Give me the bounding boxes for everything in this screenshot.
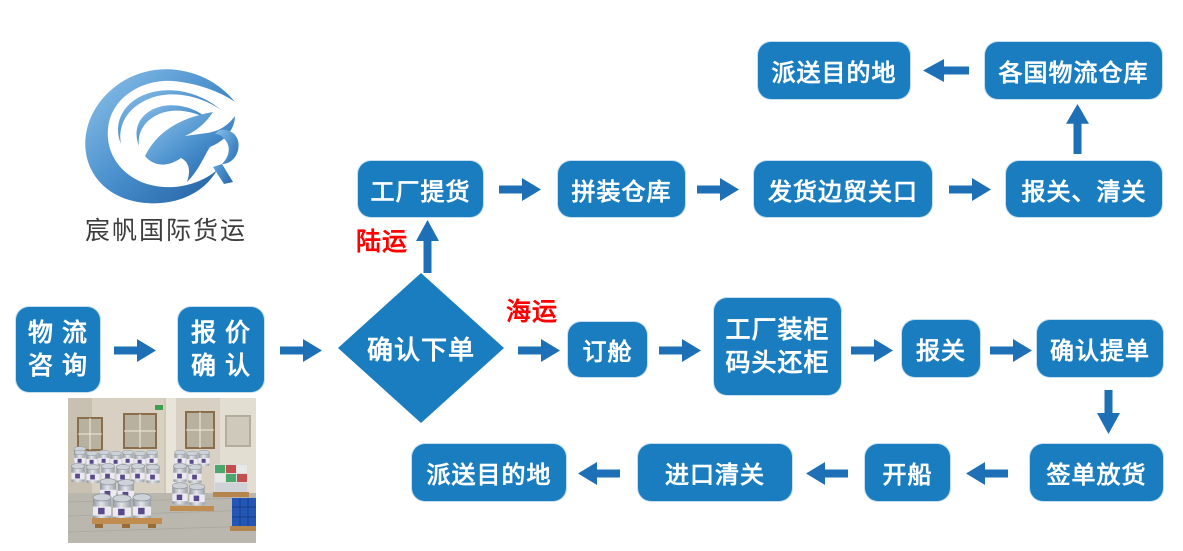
node-label: 报关、清关: [1021, 178, 1147, 206]
node-label: 派送目的地: [426, 462, 552, 489]
node-sign-release: 签单放货: [1030, 444, 1163, 501]
node-consolidation-warehouse: 拼装仓库: [558, 161, 685, 217]
node-deliver-destination-sea: 派送目的地: [412, 444, 566, 501]
node-label-line1: 报 价: [191, 318, 251, 347]
node-label: 工厂提货: [370, 178, 471, 206]
warehouse-photo-illustration: [68, 398, 256, 543]
arrow-right-icon: [499, 178, 541, 201]
node-overseas-warehouses: 各国物流仓库: [985, 42, 1162, 99]
arrow-up-icon: [1066, 104, 1089, 154]
arrow-right-icon: [280, 339, 322, 362]
node-label: 确认提单: [1050, 338, 1150, 365]
arrow-right-icon: [518, 339, 560, 362]
diamond-shape: [338, 273, 504, 423]
node-border-trade-port: 发货边贸关口: [754, 161, 932, 217]
arrow-right-icon: [990, 339, 1032, 362]
arrow-right-icon: [114, 339, 156, 362]
land-route-label: 陆运: [356, 228, 409, 256]
arrow-left-icon: [923, 59, 969, 82]
node-label-line1: 工厂装柜: [725, 315, 830, 344]
node-label: 确认下单: [366, 334, 475, 365]
arrow-right-icon: [659, 339, 701, 362]
node-label: 拼装仓库: [571, 178, 672, 206]
node-logistics-consult: 物 流 咨 询: [16, 307, 100, 392]
node-deliver-destination-land: 派送目的地: [758, 42, 910, 99]
arrow-right-icon: [949, 178, 991, 201]
node-label: 各国物流仓库: [998, 60, 1149, 87]
node-label-line2: 码头还柜: [725, 348, 830, 377]
node-label: 签单放货: [1046, 462, 1147, 489]
arrow-left-icon: [966, 462, 1008, 485]
node-label-line2: 确 认: [191, 351, 251, 380]
node-ship-departure: 开船: [865, 444, 950, 501]
node-confirm-bl: 确认提单: [1037, 320, 1163, 377]
arrow-right-icon: [851, 339, 893, 362]
node-label: 开船: [882, 462, 933, 489]
sea-route-label: 海运: [506, 298, 559, 326]
arrow-up-icon: [416, 220, 439, 273]
node-quote-confirm: 报 价 确 认: [178, 307, 264, 392]
node-label: 进口清关: [665, 462, 765, 489]
node-import-clearance: 进口清关: [638, 444, 792, 501]
company-name: 宸帆国际货运: [84, 217, 247, 245]
node-label: 派送目的地: [771, 60, 897, 87]
node-factory-container: 工厂装柜 码头还柜: [714, 298, 841, 395]
node-label-line2: 咨 询: [28, 351, 88, 380]
arrow-left-icon: [806, 462, 848, 485]
node-booking: 订舱: [568, 322, 647, 377]
node-factory-pickup: 工厂提货: [358, 161, 483, 217]
node-confirm-order-diamond: 确认下单: [338, 273, 504, 423]
arrow-right-icon: [697, 178, 739, 201]
node-label: 订舱: [582, 339, 633, 366]
arrow-down-icon: [1097, 390, 1120, 434]
node-customs-declare-clear: 报关、清关: [1006, 161, 1162, 217]
node-label: 发货边贸关口: [768, 178, 918, 206]
arrow-left-icon: [578, 462, 620, 485]
warehouse-photo: [68, 398, 256, 543]
node-export-declare: 报关: [902, 320, 980, 377]
node-label: 报关: [916, 338, 966, 365]
company-logo-icon: [85, 69, 239, 204]
node-label-line1: 物 流: [28, 318, 88, 347]
